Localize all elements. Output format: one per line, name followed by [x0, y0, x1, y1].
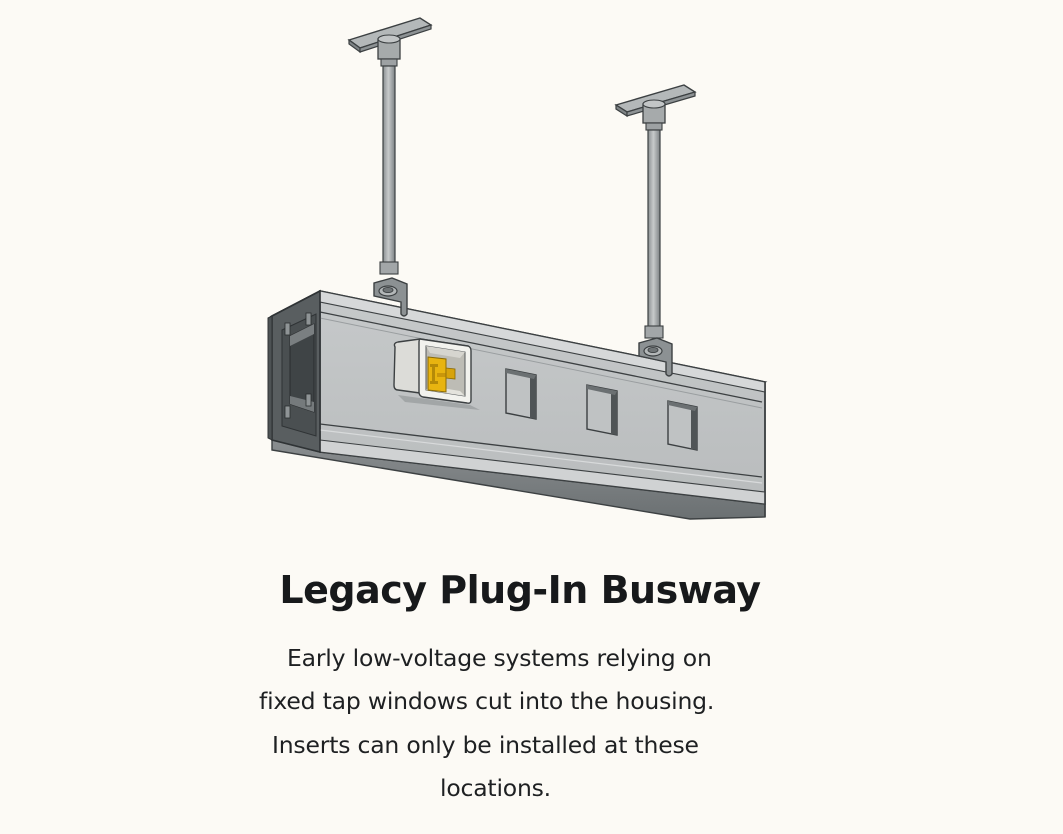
busway-housing	[267, 289, 768, 520]
hanger-clamp-right	[638, 337, 673, 377]
description-line-2: fixed tap windows cut into the housing.	[259, 687, 715, 715]
description-line-3: Inserts can only be installed at these	[272, 731, 699, 759]
busway-illustration	[267, 17, 768, 520]
figure-title: Legacy Plug-In Busway	[279, 568, 761, 612]
tap-window-1-installed-insert	[393, 338, 480, 410]
description-line-1: Early low-voltage systems relying on	[287, 644, 712, 672]
hanger-rod-right	[614, 84, 697, 339]
tap-window-2-empty	[505, 368, 537, 420]
description-line-4: locations.	[440, 774, 551, 802]
tap-window-4-empty	[667, 400, 698, 451]
tap-window-3-empty	[586, 384, 618, 436]
hanger-clamp-left	[373, 277, 408, 317]
hanger-rod-left	[347, 17, 433, 275]
